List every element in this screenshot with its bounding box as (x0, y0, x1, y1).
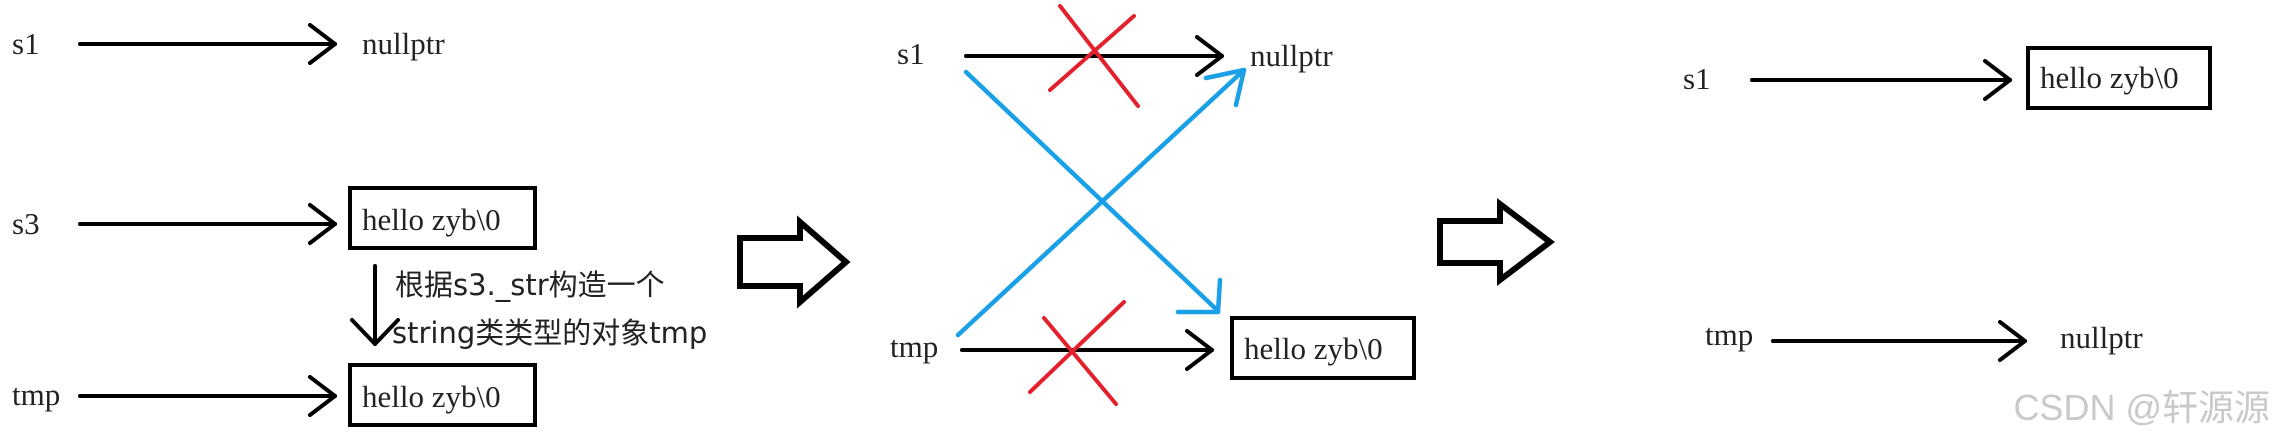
panel-after: s1 hello zyb\0 tmp nullptr (1683, 46, 2212, 362)
tmp-string-box (348, 363, 537, 427)
s1-final-pointer-arrow (1750, 59, 2012, 101)
tmp-string-box-swap (1230, 316, 1416, 380)
watermark: CSDN @轩源源 (2013, 387, 2270, 428)
tmp-string-text: hello zyb\0 (362, 379, 501, 414)
s1-cross-mark (1048, 4, 1140, 108)
construct-note-line1: 根据s3._str构造一个 (395, 268, 665, 302)
s1-string-text-after: hello zyb\0 (2040, 60, 2179, 95)
tmp-cross-mark (1028, 300, 1126, 406)
tmp-label-after: tmp (1705, 317, 1753, 352)
step-arrow-1 (737, 215, 851, 309)
tmp-label: tmp (12, 377, 60, 412)
s1-label: s1 (12, 26, 40, 61)
tmp-target-nullptr-after: nullptr (2060, 320, 2143, 355)
panel-swap: s1 nullptr tmp hello zyb\0 (890, 4, 1416, 406)
s1-string-box-after (2026, 46, 2212, 110)
tmp-old-pointer-arrow (960, 329, 1214, 371)
s1-pointer-arrow (78, 23, 337, 65)
s3-pointer-arrow (78, 203, 337, 245)
tmp-pointer-arrow (78, 375, 337, 417)
step-arrow-2 (1437, 197, 1555, 287)
panel-before: s1 nullptr s3 hello zyb\0 根据s3._str构造一个 … (12, 23, 707, 427)
s1-label-swap: s1 (897, 36, 925, 71)
s1-target-nullptr-swap: nullptr (1250, 38, 1333, 73)
s1-label-after: s1 (1683, 61, 1711, 96)
construct-arrow (350, 264, 400, 346)
s1-new-pointer-arrow (963, 69, 1223, 315)
tmp-label-swap: tmp (890, 329, 938, 364)
s1-old-pointer-arrow (964, 35, 1224, 77)
s1-target-nullptr: nullptr (362, 26, 445, 61)
s3-label: s3 (12, 206, 40, 241)
tmp-new-pointer-arrow (955, 67, 1247, 338)
tmp-final-pointer-arrow (1771, 320, 2027, 362)
tmp-string-text-swap: hello zyb\0 (1244, 331, 1383, 366)
construct-note-line2: string类类型的对象tmp (392, 316, 707, 350)
s3-string-text: hello zyb\0 (362, 202, 501, 237)
s3-string-box (348, 186, 537, 250)
